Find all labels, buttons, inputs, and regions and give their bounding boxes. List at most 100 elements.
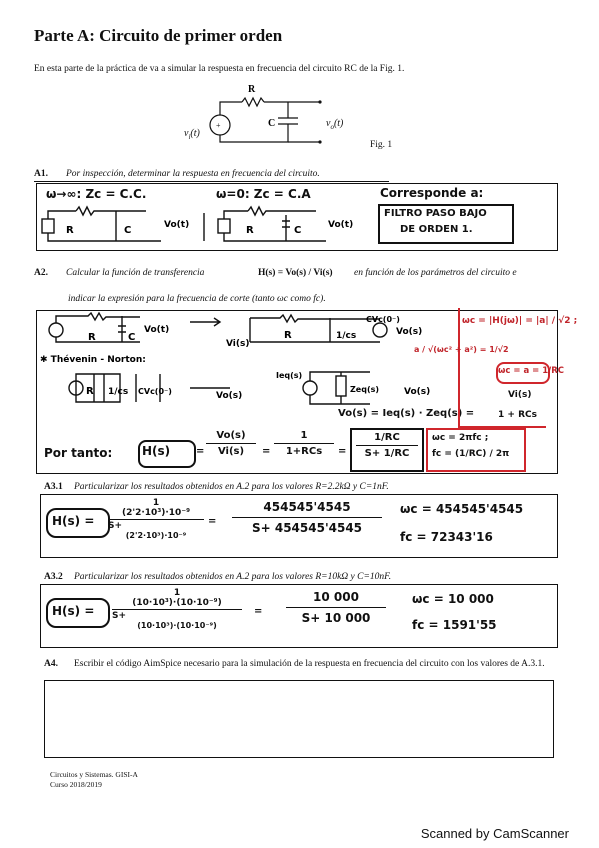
a2-label: A2.: [34, 268, 48, 278]
a1-c-right: C: [294, 225, 301, 236]
intro-text: En esta parte de la práctica de va a sim…: [34, 64, 405, 74]
a31-den-frac: (2'2·10³)·10⁻⁹: [125, 531, 187, 540]
a2-red-wc-frame: [496, 362, 550, 384]
a1-answer-frame: [378, 204, 514, 244]
a2-red-5: 1 + RCs: [498, 410, 537, 420]
a2-vo-t: Vo(t): [144, 325, 169, 335]
a1-answer-box: [36, 183, 558, 251]
a2-hs-box: [138, 440, 196, 468]
a4-code-area[interactable]: [44, 680, 554, 758]
a32-den-frac: (10·10³)·(10·10⁻⁹): [137, 621, 217, 630]
fig-vi-label: vi(t): [184, 128, 200, 141]
a2-red-2: a / √(ωc² + a²) = 1/√2: [414, 345, 509, 354]
a2-vo-s-1: Vo(s): [396, 327, 422, 337]
a31-label: A3.1: [44, 482, 63, 492]
a2-eq-sign-1: =: [196, 446, 205, 457]
a32-res-den: S+ 10 000: [301, 611, 371, 625]
a1-answer-2: FILTRO PASO BAJO: [384, 208, 487, 219]
a2-frac-1: Vo(s) Vi(s): [206, 430, 256, 457]
a31-one: 1: [152, 498, 160, 508]
a31-num: (2'2·10³)·10⁻⁹: [121, 508, 191, 518]
a31-den-s: S+: [108, 521, 123, 531]
a32-question: Particularizar los resultados obtenidos …: [74, 572, 392, 582]
a2-zeq: Zeq(s): [350, 385, 379, 394]
a2-frac-2-num: 1: [300, 430, 308, 441]
a2-frac-2-den: 1+RCs: [285, 446, 323, 457]
a1-c-left: C: [124, 225, 131, 236]
a2-por-tanto: Por tanto:: [44, 446, 113, 460]
a1-underline: [34, 181, 389, 182]
a2-red-3: ωc = a = 1/RC: [498, 366, 565, 376]
a32-hs-frame: [46, 598, 110, 628]
a31-hs-frame: [46, 508, 110, 538]
a1-sketch-circuits: R C R C Vo(t) Vo(t): [41, 205, 353, 242]
a2-r-3: R: [86, 386, 94, 397]
fig-vo-label: vo(t): [326, 118, 344, 131]
scanner-watermark: Scanned by CamScanner: [420, 826, 569, 841]
a2-red-4: Vi(s): [508, 390, 532, 400]
a31-fc: fc = 72343'16: [400, 530, 493, 544]
a1-answer-1: Corresponde a:: [380, 186, 484, 200]
a32-res-num: 10 000: [313, 590, 359, 604]
a2-sketch-circuits: R C Vo(t) Vi(s) R 1/cs CVc(0⁻) Vo(s) ✱ T…: [40, 311, 430, 405]
a2-vo-s-3: Vo(s): [404, 387, 430, 397]
a2-c-1: C: [128, 332, 135, 343]
a1-vo-right: Vo(t): [328, 220, 353, 230]
page-title: Parte A: Circuito de primer orden: [34, 26, 283, 45]
a1-question: Por inspección, determinar la respuesta …: [66, 169, 320, 179]
a2-frac-1-num: Vo(s): [216, 430, 246, 441]
a32-result: 10 000 S+ 10 000: [286, 590, 386, 625]
a1-case-inf: ω→∞: Zc = C.C.: [46, 187, 147, 201]
a32-wc: ωc = 10 000: [412, 592, 494, 606]
a31-answer-box: [40, 494, 558, 558]
a1-answer-3: DE ORDEN 1.: [400, 224, 473, 235]
a2-r-2: R: [284, 330, 292, 341]
a1-case-zero: ω=0: Zc = C.A: [216, 187, 311, 201]
a2-vo-s-2: Vo(s): [216, 391, 242, 401]
fig-caption: Fig. 1: [370, 140, 393, 150]
a2-frac-3-den: S+ 1/RC: [364, 448, 410, 459]
a32-eq-sign: =: [254, 606, 263, 617]
fig-c-label: C: [268, 118, 275, 129]
a31-result: 454545'4545 S+ 454545'4545: [232, 500, 382, 535]
a31-frac: 1 (2'2·10³)·10⁻⁹ S+ (2'2·10³)·10⁻⁹: [108, 498, 204, 540]
a2-frac-1-den: Vi(s): [217, 446, 245, 457]
fig-r-label: R: [248, 84, 256, 95]
rc-circuit-figure: R C +: [209, 84, 322, 144]
a2-red-1: ωc = |H(jω)| = |a| / √2 ;: [462, 316, 578, 326]
a2-answer-box: [36, 310, 558, 474]
svg-text:+: +: [216, 121, 221, 130]
a1-label: A1.: [34, 169, 48, 179]
a31-hs: H(s) =: [52, 514, 95, 528]
a2-one-cs-1: 1/cs: [336, 331, 356, 341]
a31-wc: ωc = 454545'4545: [400, 502, 524, 516]
a2-one-cs-2: 1/cs: [108, 387, 128, 397]
a32-answer-box: [40, 584, 558, 648]
a2-result-box: 1/RC S+ 1/RC: [350, 428, 424, 472]
a2-question-a: Calcular la función de transferencia: [66, 268, 205, 278]
a2-r-1: R: [88, 332, 96, 343]
footer-year: Curso 2018/2019: [50, 780, 102, 789]
a4-question: Escribir el código AimSpice necesario pa…: [74, 659, 545, 669]
a2-cvc-1: CVc(0⁻): [366, 315, 400, 324]
a32-one: 1: [173, 588, 181, 598]
a2-hs-def: H(s) = Vo(s) / Vi(s): [258, 268, 333, 278]
a2-frac-3-num: 1/RC: [374, 432, 400, 443]
a2-thevenin: ✱ Thévenin - Norton:: [40, 354, 146, 365]
a2-hs-label: H(s): [142, 444, 171, 458]
a31-res-num: 454545'4545: [263, 500, 351, 514]
a1-vo-left: Vo(t): [164, 220, 189, 230]
a31-eq-sign: =: [208, 516, 217, 527]
a2-vi-s: Vi(s): [226, 339, 249, 349]
a31-res-den: S+ 454545'4545: [251, 521, 363, 535]
a32-frac: 1 (10·10³)·(10·10⁻⁹) S+ (10·10³)·(10·10⁻…: [112, 588, 242, 630]
a1-r-left: R: [66, 225, 74, 236]
a2-red-frame: [458, 308, 546, 428]
a2-question-b: en función de los parámetros del circuit…: [354, 268, 517, 278]
a2-wc-box-2: fc = (1/RC) / 2π: [432, 449, 510, 459]
a32-num: (10·10³)·(10·10⁻⁹): [132, 598, 222, 608]
a1-r-right: R: [246, 225, 254, 236]
a31-question: Particularizar los resultados obtenidos …: [74, 482, 389, 492]
a2-vos-eq: Vo(s) = Ieq(s) · Zeq(s) =: [338, 408, 475, 419]
a2-ieq: Ieq(s): [276, 371, 302, 380]
